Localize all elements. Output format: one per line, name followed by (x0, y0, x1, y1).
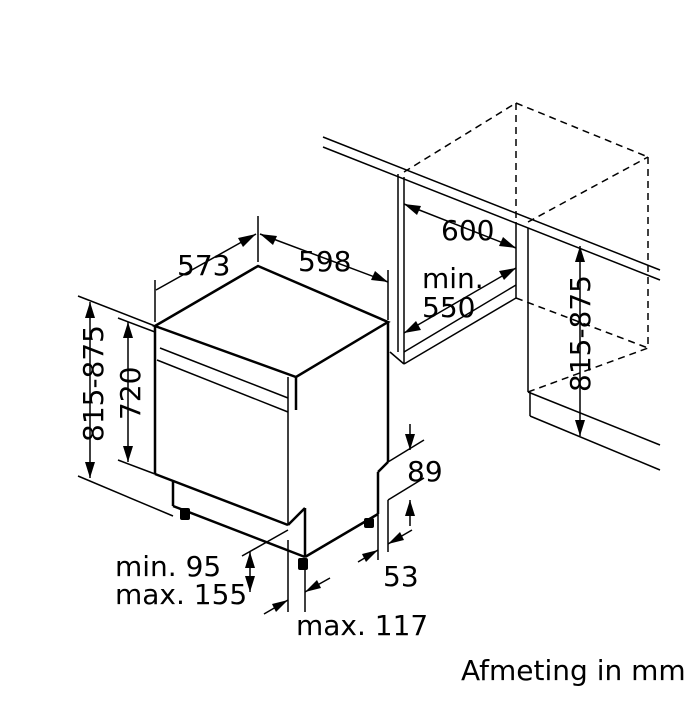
niche-outline (322, 102, 661, 471)
niche-width-label: 600 (441, 214, 494, 247)
dimension-lines (77, 203, 585, 615)
foot-offset-max-label: max. 117 (296, 609, 428, 642)
units-caption: Afmeting in mm (461, 654, 686, 687)
niche-depth-min-value: 550 (422, 291, 475, 324)
dishwasher-feet (180, 508, 374, 570)
niche-depth-min-label: min. (422, 262, 484, 295)
plinth-depth-label: 53 (383, 560, 419, 593)
plinth-height-label: 89 (407, 455, 443, 488)
depth-label: 573 (177, 249, 230, 282)
foot-min-label: min. 95 (115, 550, 221, 583)
niche-height-range-label: 815-875 (564, 275, 597, 392)
width-label: 598 (298, 245, 351, 278)
foot-max-label: max. 155 (115, 578, 247, 611)
height-label: 720 (114, 367, 147, 420)
height-range-left-label: 815-875 (77, 325, 110, 442)
